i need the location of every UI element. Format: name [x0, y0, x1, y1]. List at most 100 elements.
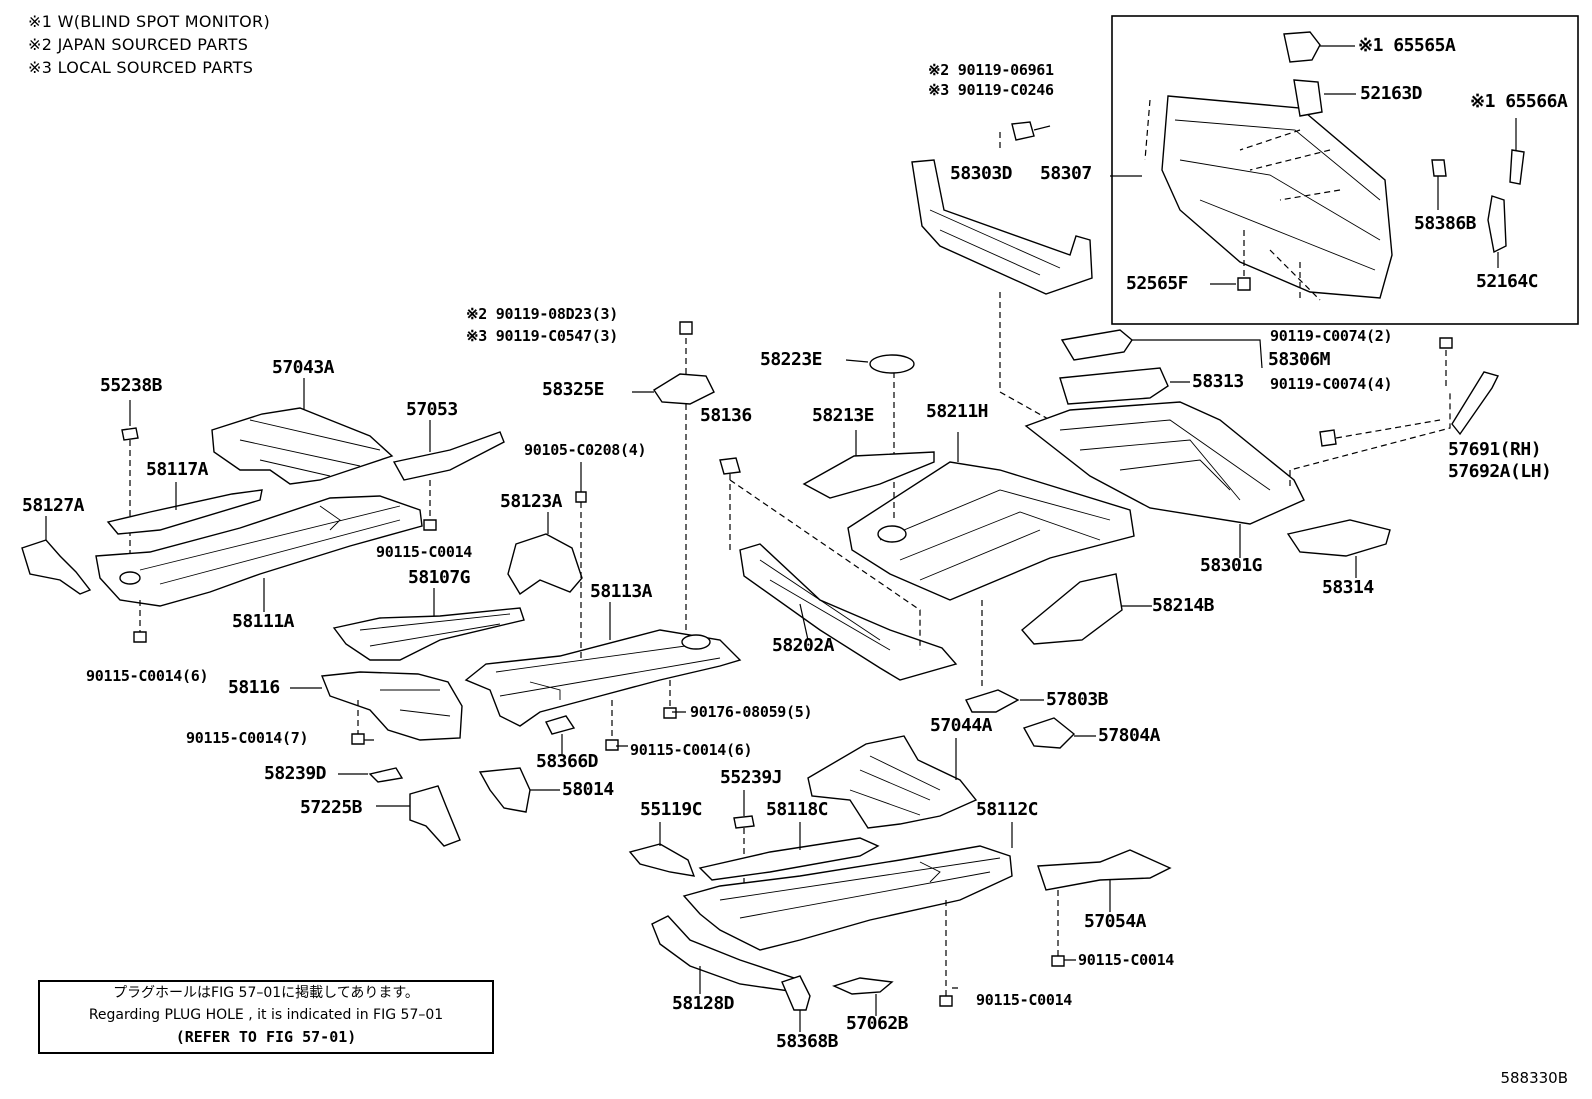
label-58239D: 58239D	[264, 763, 327, 784]
bolt-90176-08059	[663, 707, 677, 719]
part-55239J	[733, 815, 755, 829]
part-52164C	[1487, 195, 1507, 254]
label-58307: 58307	[1040, 163, 1092, 184]
part-58366D	[545, 715, 576, 735]
part-57803B	[965, 689, 1020, 713]
label-58113A: 58113A	[590, 581, 653, 602]
refer-note-box: プラグホールはFIG 57–01に掲載してあります。 Regarding PLU…	[38, 980, 494, 1054]
label-90176-08059: 90176-08059(5)	[690, 703, 813, 721]
part-55119C	[628, 843, 696, 877]
label-58136: 58136	[700, 405, 752, 426]
label-90119-08D23: ※2 90119-08D23(3)	[466, 305, 618, 323]
detail-frame	[1111, 15, 1579, 325]
bolt-90119-08D23	[679, 321, 693, 335]
label-58111A: 58111A	[232, 611, 295, 632]
label-57804A: 57804A	[1098, 725, 1161, 746]
label-58118C: 58118C	[766, 799, 829, 820]
crossmember-58202A	[739, 543, 958, 681]
part-52565F	[1237, 277, 1251, 291]
bracket-58123A	[507, 533, 583, 596]
label-58128D: 58128D	[672, 993, 735, 1014]
front-floor-58111A	[95, 495, 423, 607]
label-58213E: 58213E	[812, 405, 875, 426]
bolt-90115-C0014-6	[133, 631, 147, 643]
label-58123A: 58123A	[500, 491, 563, 512]
label-90115-C0014-a: 90115-C0014	[376, 543, 473, 561]
label-90115-C0014-6b: 90115-C0014(6)	[630, 741, 753, 759]
label-58014: 58014	[562, 779, 614, 800]
label-58223E: 58223E	[760, 349, 823, 370]
part-57225B	[409, 785, 461, 847]
label-57062B: 57062B	[846, 1013, 909, 1034]
part-57804A	[1022, 717, 1076, 749]
bolt-90115-C0014-b	[1051, 955, 1065, 967]
note-3: ※3 LOCAL SOURCED PARTS	[28, 58, 254, 77]
label-58127A: 58127A	[22, 495, 85, 516]
label-58112C: 58112C	[976, 799, 1039, 820]
part-65566A	[1509, 149, 1525, 185]
label-58306M: 58306M	[1268, 349, 1331, 370]
label-90115-C0014-b: 90115-C0014	[1078, 951, 1175, 969]
label-65566A: ※1 65566A	[1470, 91, 1568, 112]
label-58117A: 58117A	[146, 459, 209, 480]
crossmember-58303D	[911, 159, 1093, 295]
label-55119C: 55119C	[640, 799, 703, 820]
label-58301G: 58301G	[1200, 555, 1263, 576]
label-52565F: 52565F	[1126, 273, 1189, 294]
part-58313	[1059, 367, 1169, 405]
back-panel-58307	[1161, 95, 1393, 299]
part-58386B	[1431, 159, 1447, 177]
part-58213E	[802, 451, 935, 499]
label-57044A: 57044A	[930, 715, 993, 736]
part-55238B	[121, 427, 139, 441]
refer-note-line-en: Regarding PLUG HOLE , it is indicated in…	[88, 1007, 444, 1023]
part-57062B	[832, 977, 894, 995]
part-65565A	[1283, 31, 1321, 63]
label-90115-C0014-7: 90115-C0014(7)	[186, 729, 309, 747]
label-58325E: 58325E	[542, 379, 605, 400]
label-58211H: 58211H	[926, 401, 989, 422]
bolt-90119-C0074	[1439, 337, 1453, 349]
part-58116	[321, 671, 463, 741]
part-58214B	[1021, 573, 1123, 645]
label-55239J: 55239J	[720, 767, 783, 788]
part-58314	[1286, 519, 1391, 557]
label-58313: 58313	[1192, 371, 1244, 392]
mount-57044A	[807, 735, 978, 829]
hole-58113A	[681, 634, 711, 650]
part-58117A	[106, 489, 263, 535]
bolt-90115-C0014-6b	[605, 739, 619, 751]
label-58107G: 58107G	[408, 567, 471, 588]
note-1: ※1 W(BLIND SPOT MONITOR)	[28, 12, 270, 31]
label-65565A: ※1 65565A	[1358, 35, 1456, 56]
label-57225B: 57225B	[300, 797, 363, 818]
part-58239D	[368, 767, 404, 783]
part-58325E	[653, 373, 715, 405]
label-57054A: 57054A	[1084, 911, 1147, 932]
part-58306M	[1060, 329, 1133, 361]
label-58314: 58314	[1322, 577, 1374, 598]
bracket-57691	[1451, 371, 1500, 436]
part-57054A	[1037, 849, 1172, 891]
part-52163D	[1293, 79, 1323, 117]
center-floor-58211H	[847, 461, 1135, 601]
label-57691: 57691(RH)	[1448, 439, 1542, 460]
bolt-90115-C0014-c	[939, 995, 953, 1007]
label-58368B: 58368B	[776, 1031, 839, 1052]
hole-58111A	[119, 571, 141, 585]
label-58202A: 58202A	[772, 635, 835, 656]
refer-note-line-ref: (REFER TO FIG 57-01)	[175, 1028, 357, 1046]
mount-57043A	[211, 407, 394, 485]
part-58118C	[698, 837, 880, 881]
label-57692A: 57692A(LH)	[1448, 461, 1552, 482]
figure-code: 588330B	[1500, 1069, 1568, 1087]
label-58303D: 58303D	[950, 163, 1013, 184]
part-58127A	[21, 539, 92, 595]
label-90119-C0246: ※3 90119-C0246	[928, 81, 1054, 99]
bolt-90119-06961	[1011, 121, 1035, 141]
label-57043A: 57043A	[272, 357, 335, 378]
bolt-90115-C0014-a	[423, 519, 437, 531]
bolt-90105-C0208	[575, 491, 587, 503]
